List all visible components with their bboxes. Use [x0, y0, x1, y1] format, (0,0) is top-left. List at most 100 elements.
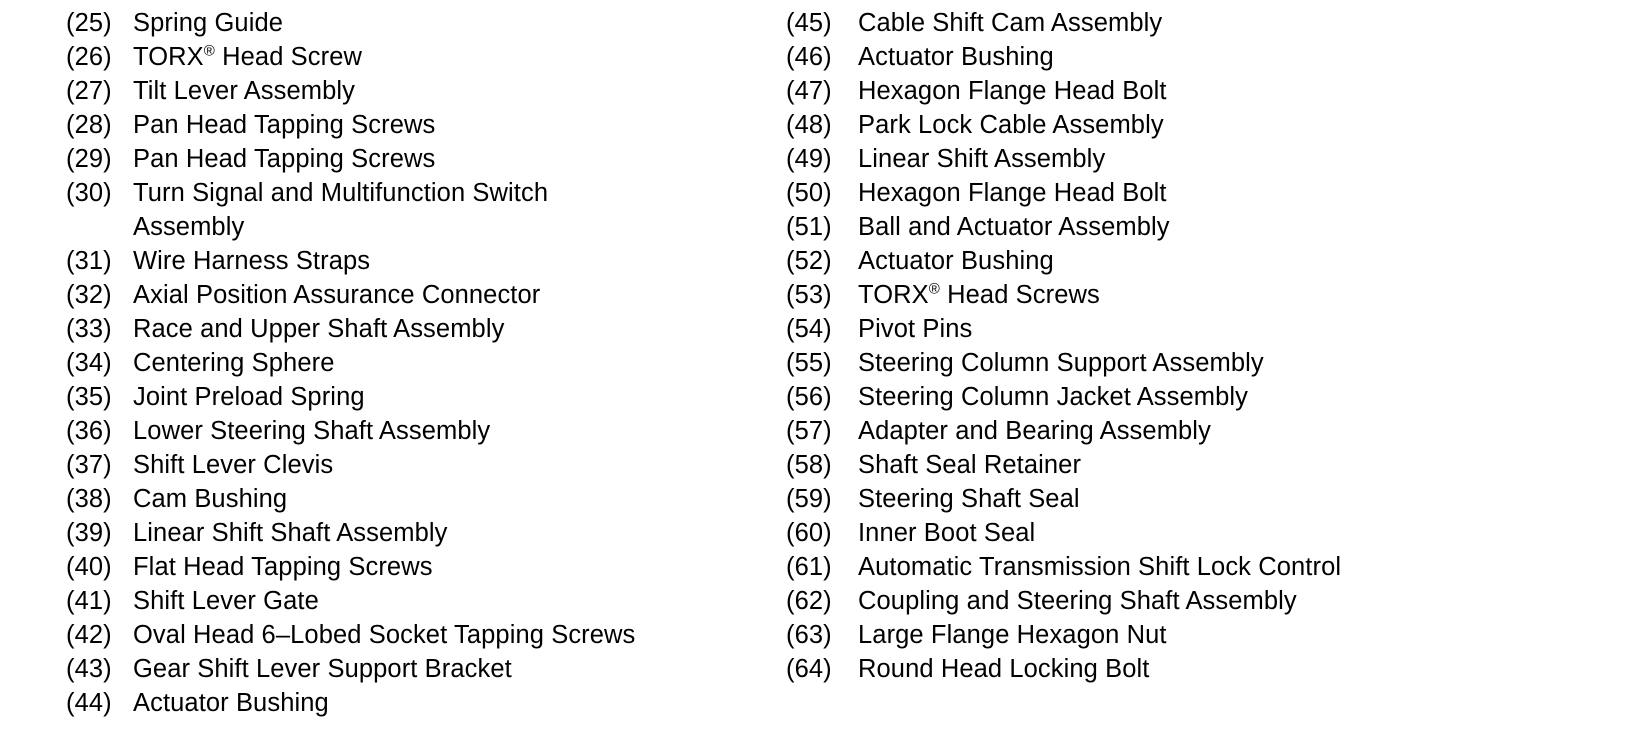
legend-item-label: Lower Steering Shaft Assembly [133, 417, 491, 445]
legend-item-number: (28) [66, 111, 112, 139]
legend-item: (63)Large Flange Hexagon Nut [786, 618, 1566, 652]
legend-item: (26) TORX® Head Screw [66, 40, 766, 74]
legend-item: (57) Adapter and Bearing Assembly [786, 414, 1566, 448]
legend-item-label: Shift Lever Clevis [133, 451, 334, 479]
legend-item: (50)Hexagon Flange Head Bolt [786, 176, 1566, 210]
legend-item: (59) Steering Shaft Seal [786, 482, 1566, 516]
legend-item-label: Hexagon Flange Head Bolt [858, 77, 1167, 105]
legend-item-label: Axial Position Assurance Connector [133, 281, 541, 309]
legend-item-number: (54) [786, 315, 832, 343]
legend-item-label: Gear Shift Lever Support Bracket [133, 655, 512, 683]
legend-item-number: (55) [786, 349, 832, 377]
legend-item-number: (51) [786, 213, 832, 241]
legend-item-label: Coupling and Steering Shaft Assembly [858, 587, 1297, 615]
legend-item: (30) Turn Signal and Multifunction Switch… [66, 176, 766, 244]
legend-item: (38)Cam Bushing [66, 482, 766, 516]
legend-item: (33) Race and Upper Shaft Assembly [66, 312, 766, 346]
legend-item-label: Shift Lever Gate [133, 587, 319, 615]
legend-item-number: (25) [66, 9, 112, 37]
legend-item-label: TORX® Head Screw [133, 42, 363, 71]
legend-item-label: Large Flange Hexagon Nut [858, 621, 1167, 649]
legend-item-number: (34) [66, 349, 112, 377]
legend-item-number: (43) [66, 655, 112, 683]
legend-item-label: Automatic Transmission Shift Lock Contro… [858, 553, 1342, 581]
legend-item-number: (39) [66, 519, 112, 547]
legend-item: (43) Gear Shift Lever Support Bracket [66, 652, 766, 686]
legend-item-number: (32) [66, 281, 112, 309]
legend-item: (55) Steering Column Support Assembly [786, 346, 1566, 380]
legend-item-number: (46) [786, 43, 832, 71]
legend-item-label: Park Lock Cable Assembly [858, 111, 1164, 139]
legend-item-label: Steering Shaft Seal [858, 485, 1080, 513]
legend-item-number: (37) [66, 451, 112, 479]
legend-item-number: (27) [66, 77, 112, 105]
legend-item: (25) Spring Guide [66, 6, 766, 40]
legend-item-label: Pan Head Tapping Screws [133, 111, 436, 139]
legend-item: (46) Actuator Bushing [786, 40, 1566, 74]
legend-item-number: (36) [66, 417, 112, 445]
legend-item-label: Linear Shift Shaft Assembly [133, 519, 448, 547]
legend-item-label: Oval Head 6–Lobed Socket Tapping Screws [133, 621, 636, 649]
legend-item: (56)Steering Column Jacket Assembly [786, 380, 1566, 414]
legend-item: (36) Lower Steering Shaft Assembly [66, 414, 766, 448]
legend-item-number: (40) [66, 553, 112, 581]
legend-item-number: (26) [66, 43, 112, 71]
legend-item: (54) Pivot Pins [786, 312, 1566, 346]
legend-item: (51) Ball and Actuator Assembly [786, 210, 1566, 244]
legend-item-label: Actuator Bushing [858, 43, 1054, 71]
legend-item-number: (58) [786, 451, 832, 479]
legend-item-label: Turn Signal and Multifunction Switch Ass… [133, 179, 549, 241]
legend-item-label: Pivot Pins [858, 315, 973, 343]
legend-item-label: Adapter and Bearing Assembly [858, 417, 1211, 445]
legend-item-label: Steering Column Support Assembly [858, 349, 1264, 377]
legend-item: (40) Flat Head Tapping Screws [66, 550, 766, 584]
legend-item-label: Centering Sphere [133, 349, 335, 377]
legend-item-number: (52) [786, 247, 832, 275]
legend-item-number: (53) [786, 281, 832, 309]
legend-item: (58) Shaft Seal Retainer [786, 448, 1566, 482]
legend-item-number: (35) [66, 383, 112, 411]
legend-item-number: (57) [786, 417, 832, 445]
legend-item-number: (60) [786, 519, 832, 547]
legend-item-label: Cam Bushing [133, 485, 288, 513]
legend-item-label: Shaft Seal Retainer [858, 451, 1082, 479]
legend-item-number: (44) [66, 689, 112, 717]
legend-item-label: Inner Boot Seal [858, 519, 1036, 547]
legend-item-label: Actuator Bushing [858, 247, 1054, 275]
legend-item-label: Cable Shift Cam Assembly [858, 9, 1163, 37]
legend-item: (29) Pan Head Tapping Screws [66, 142, 766, 176]
legend-item-number: (50) [786, 179, 832, 207]
legend-item: (62) Coupling and Steering Shaft Assembly [786, 584, 1566, 618]
legend-item-number: (42) [66, 621, 112, 649]
legend-columns: (25) Spring Guide (26) TORX® Head Screw (27)… [0, 6, 1632, 720]
registered-trademark-icon: ® [203, 42, 215, 60]
legend-item-label: Ball and Actuator Assembly [858, 213, 1170, 241]
legend-item: (28) Pan Head Tapping Screws [66, 108, 766, 142]
legend-item-label: Pan Head Tapping Screws [133, 145, 436, 173]
legend-item-label: Actuator Bushing [133, 689, 329, 717]
legend-item-label: Wire Harness Straps [133, 247, 371, 275]
legend-item: (47) Hexagon Flange Head Bolt [786, 74, 1566, 108]
legend-item: (53) TORX® Head Screws [786, 278, 1566, 312]
legend-item: (37) Shift Lever Clevis [66, 448, 766, 482]
legend-item-number: (56) [786, 383, 832, 411]
legend-item: (27) Tilt Lever Assembly [66, 74, 766, 108]
legend-item: (60) Inner Boot Seal [786, 516, 1566, 550]
legend-item-label: Flat Head Tapping Screws [133, 553, 433, 581]
legend-item-label: Race and Upper Shaft Assembly [133, 315, 505, 343]
legend-item-number: (33) [66, 315, 112, 343]
legend-item-number: (62) [786, 587, 832, 615]
legend-item-number: (30) [66, 179, 112, 207]
legend-item-label: TORX® Head Screws [858, 280, 1100, 309]
legend-item-number: (59) [786, 485, 832, 513]
legend-item-label: Spring Guide [133, 9, 284, 37]
legend-item-number: (29) [66, 145, 112, 173]
legend-item-number: (49) [786, 145, 832, 173]
legend-item: (49) Linear Shift Assembly [786, 142, 1566, 176]
legend-item-label: Linear Shift Assembly [858, 145, 1106, 173]
legend-item-label: Tilt Lever Assembly [133, 77, 356, 105]
legend-item-number: (47) [786, 77, 832, 105]
legend-item-label: Round Head Locking Bolt [858, 655, 1150, 683]
legend-item: (32) Axial Position Assurance Connector [66, 278, 766, 312]
